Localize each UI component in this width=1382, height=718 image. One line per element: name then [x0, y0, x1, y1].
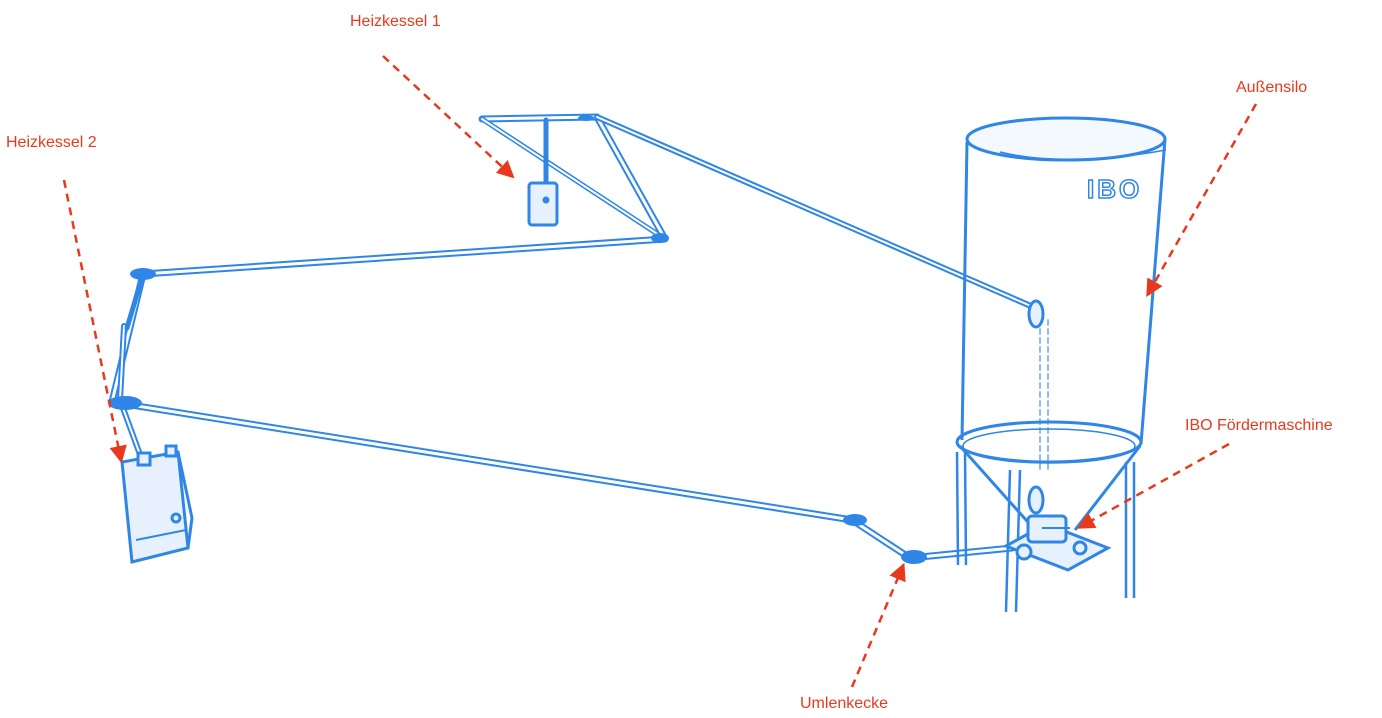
- label-foerdermaschine: IBO Fördermaschine: [1185, 417, 1333, 434]
- conveyor-machine: [1002, 514, 1112, 572]
- leader-arrows: [62, 55, 1258, 688]
- arrow-foerdermaschine: [1076, 442, 1230, 529]
- silo-logo: IBO: [1087, 174, 1142, 204]
- boiler-1: [527, 181, 559, 227]
- arrow-heizkessel-2: [62, 179, 127, 464]
- pipe-corners: [108, 115, 927, 564]
- label-umlenkecke: Umlenkecke: [800, 695, 889, 712]
- arrow-heizkessel-1: [382, 55, 515, 179]
- arrow-aussensilo: [1146, 103, 1258, 298]
- label-heizkessel-1: Heizkessel 1: [350, 13, 441, 30]
- outdoor-silo: [955, 116, 1167, 613]
- conveyor-pipes: [108, 113, 1049, 562]
- arrow-umlenkecke: [850, 562, 906, 688]
- label-heizkessel-2: Heizkessel 2: [6, 134, 97, 151]
- label-aussensilo: Außensilo: [1236, 79, 1308, 96]
- boiler-2: [120, 444, 194, 564]
